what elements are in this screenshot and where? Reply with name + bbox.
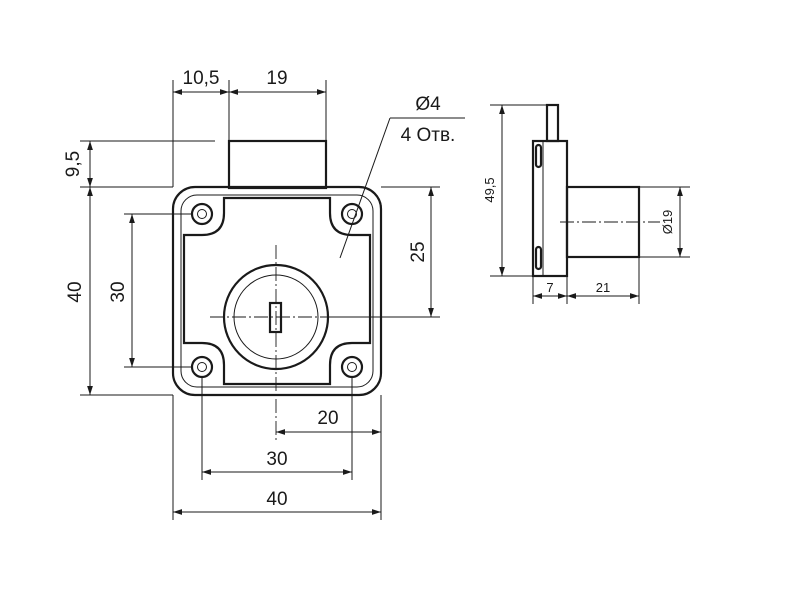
dim-side-height: 49,5	[482, 177, 497, 202]
mounting-hole-top-right	[340, 202, 364, 226]
mounting-hole-top-left	[190, 202, 214, 226]
dim-height-outer: 40	[65, 281, 86, 302]
dim-housing-height: 9,5	[63, 151, 84, 177]
dim-side-cylinder-length: 21	[596, 280, 610, 295]
keyway-slot	[268, 301, 283, 334]
lock-plate-inner	[180, 194, 374, 388]
side-slot-top	[534, 143, 543, 169]
side-view: 49,5 Ø19 7 21	[482, 103, 690, 304]
lock-body	[182, 196, 372, 386]
dim-side-plate-thickness: 7	[546, 280, 553, 295]
dim-top-width: 19	[266, 68, 287, 89]
bolt-housing	[227, 139, 328, 190]
dim-top-offset: 10,5	[183, 68, 220, 89]
dim-height-holes: 30	[108, 281, 129, 302]
dim-width-holes: 30	[266, 449, 287, 470]
dim-center-offset: 20	[317, 408, 338, 429]
hole-label-diameter: Ø4	[415, 94, 441, 115]
dim-width-outer: 40	[266, 489, 287, 510]
dim-side-diameter: Ø19	[660, 210, 675, 235]
side-bolt	[545, 103, 560, 143]
lock-plate-outer	[171, 185, 383, 397]
hole-label-count: 4 Отв.	[401, 125, 456, 146]
side-plate	[531, 139, 569, 278]
mounting-hole-bottom-right	[340, 355, 364, 379]
dim-key-offset: 25	[408, 241, 429, 262]
mounting-hole-bottom-left	[190, 355, 214, 379]
front-view: 10,5 19 9,5 40 30 25 Ø4 4 Отв. 20	[63, 68, 465, 520]
side-slot-bottom	[534, 245, 543, 271]
